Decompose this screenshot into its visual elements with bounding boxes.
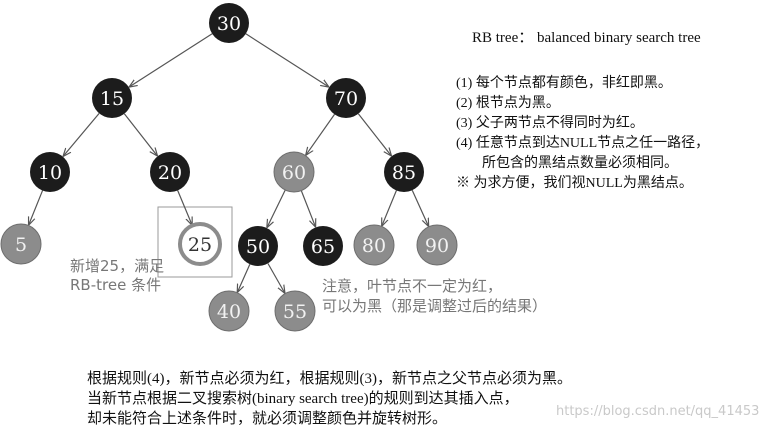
tree-nodes: 30 15 70 10 20 60 85 5 25 50 65 80 90 40 55 <box>0 3 458 332</box>
tree-node-85: 85 <box>384 152 424 192</box>
explanation-line-3: 却未能符合上述条件时，就必须调整颜色并旋转树形。 <box>87 411 448 427</box>
tree-node-50: 50 <box>238 226 278 266</box>
tree-edge-30-15 <box>130 33 213 87</box>
tree-node-circle <box>353 224 395 266</box>
rule-4: (4) 任意节点到达NULL节点之任一路径， <box>456 136 710 151</box>
new-node-highlight-box <box>157 206 233 278</box>
tree-edges <box>29 33 429 293</box>
tree-node-label: 85 <box>392 162 416 184</box>
new-node-note: 新增25，满足 RB-tree 条件 <box>70 257 164 295</box>
tree-edge-20-25 <box>177 190 192 224</box>
tree-node-label: 5 <box>15 234 27 256</box>
tree-edge-15-20 <box>123 113 157 156</box>
tree-node-label: 10 <box>38 162 62 184</box>
tree-node-circle <box>384 152 424 192</box>
tree-node-circle <box>238 226 278 266</box>
insertion-explanation: 根据规则(4)，新节点必须为红，根据规则(3)，新节点之父节点必须为黑。 当新节… <box>87 369 572 429</box>
tree-edge-70-60 <box>306 114 335 154</box>
tree-node-label: 25 <box>188 234 212 256</box>
rule-2: (2) 根节点为黑。 <box>456 96 560 111</box>
tree-node-55: 55 <box>274 290 316 332</box>
tree-node-label: 80 <box>362 235 386 257</box>
tree-edge-85-90 <box>411 189 428 226</box>
tree-node-label: 15 <box>100 88 124 110</box>
tree-node-circle <box>208 290 250 332</box>
new-node-note-line-1: 新增25，满足 <box>70 257 165 275</box>
tree-node-40: 40 <box>208 290 250 332</box>
tree-edge-50-55 <box>267 263 285 292</box>
tree-node-25: 25 <box>178 222 222 266</box>
explanation-line-2: 当新节点根据二叉搜索树(binary search tree)的规则到达其插入点… <box>87 391 519 407</box>
leaf-note: 注意，叶节点不一定为红， 可以为黑（那是调整过后的结果） <box>322 276 547 316</box>
tree-node-60: 60 <box>273 151 315 193</box>
tree-node-label: 65 <box>311 236 335 258</box>
diagram-title: RB tree： balanced binary search tree <box>472 30 701 46</box>
tree-node-90: 90 <box>416 224 458 266</box>
tree-node-20: 20 <box>150 152 190 192</box>
tree-node-label: 20 <box>158 162 182 184</box>
tree-node-label: 50 <box>246 236 270 258</box>
tree-edge-10-5 <box>29 190 44 225</box>
tree-node-circle <box>209 3 249 43</box>
tree-node-circle <box>30 152 70 192</box>
tree-edge-50-40 <box>238 264 251 292</box>
tree-node-10: 10 <box>30 152 70 192</box>
leaf-note-line-2: 可以为黑（那是调整过后的结果） <box>322 297 548 315</box>
tree-node-30: 30 <box>209 3 249 43</box>
leaf-note-line-1: 注意，叶节点不一定为红， <box>322 277 503 295</box>
tree-edge-60-50 <box>267 189 286 227</box>
rb-rules-list: (1) 每个节点都有颜色，非红即黑。 (2) 根节点为黑。 (3) 父子两节点不… <box>456 74 709 194</box>
new-node-note-line-2: RB-tree 条件 <box>70 276 162 294</box>
rule-1: (1) 每个节点都有颜色，非红即黑。 <box>456 76 672 91</box>
tree-node-circle <box>416 224 458 266</box>
rule-note-null: ※ 为求方便，我们视NULL为黑结点。 <box>456 176 693 191</box>
rule-4-continued: 所包含的黑结点数量必须相同。 <box>482 156 678 171</box>
tree-node-label: 40 <box>217 301 241 323</box>
tree-node-label: 55 <box>283 301 307 323</box>
explanation-line-1: 根据规则(4)，新节点必须为红，根据规则(3)，新节点之父节点必须为黑。 <box>87 371 572 387</box>
tree-node-5: 5 <box>0 223 42 265</box>
tree-node-circle <box>326 78 366 118</box>
tree-node-70: 70 <box>326 78 366 118</box>
tree-node-circle <box>274 290 316 332</box>
tree-node-label: 90 <box>425 235 449 257</box>
tree-node-circle <box>303 226 343 266</box>
tree-node-label: 60 <box>282 162 306 184</box>
tree-edge-15-10 <box>63 112 100 156</box>
tree-node-label: 30 <box>217 13 241 35</box>
tree-node-label: 70 <box>334 88 358 110</box>
tree-node-15: 15 <box>92 78 132 118</box>
watermark: https://blog.csdn.net/qq_41453285 <box>556 404 760 419</box>
tree-node-circle <box>0 223 42 265</box>
tree-node-circle <box>92 78 132 118</box>
tree-node-circle <box>150 152 190 192</box>
rule-3: (3) 父子两节点不得同时为红。 <box>456 116 644 131</box>
tree-node-80: 80 <box>353 224 395 266</box>
tree-node-circle <box>273 151 315 193</box>
tree-edge-60-65 <box>300 190 315 227</box>
tree-edge-70-85 <box>357 113 391 156</box>
tree-edge-85-80 <box>382 190 397 225</box>
tree-node-65: 65 <box>303 226 343 266</box>
tree-node-circle <box>178 222 222 266</box>
tree-edge-30-70 <box>245 33 328 87</box>
